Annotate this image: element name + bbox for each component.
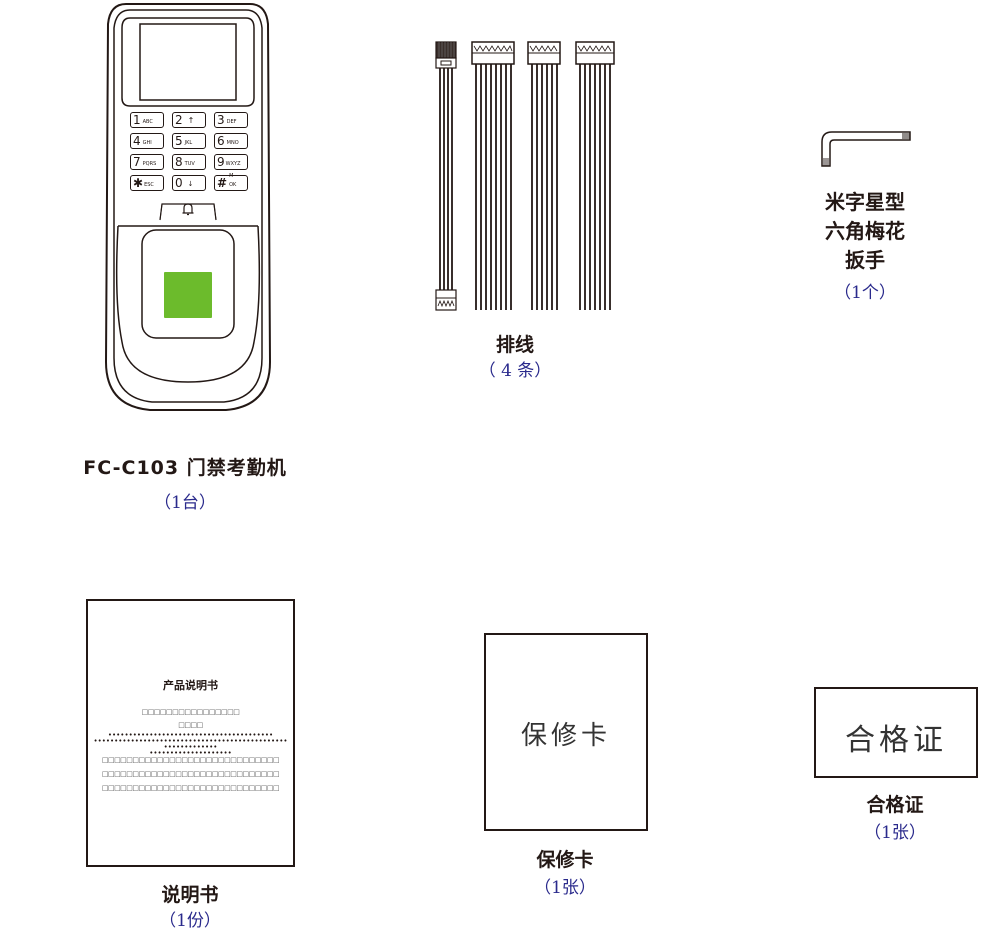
manual-dotted-line: •••••••••••••••••••• — [149, 749, 232, 757]
manual-cover-title: 产品说明书 — [163, 679, 218, 692]
cable-1 — [435, 41, 457, 311]
terminal-label: FC-C103 门禁考勤机 — [83, 457, 287, 479]
cables-qty: （ 4 条） — [478, 361, 552, 381]
manual-placeholder-line: □□□□□□□□□□□□□□□□ — [141, 708, 240, 716]
manual-label: 说明书 — [161, 884, 219, 906]
wrench-label-line3: 扳手 — [845, 248, 885, 272]
manual-placeholder-line: □□□□□□□□□□□□□□□□□□□□□□□□□□□□□ — [101, 784, 280, 792]
terminal-outline — [104, 3, 272, 411]
certificate-qty: （1张） — [864, 823, 926, 843]
wrench-label-line2: 六角梅花 — [825, 219, 905, 243]
manual-dotted-line: ••••••••••••••••••••••••••••••••••••••••… — [93, 737, 288, 745]
cable-3 — [527, 41, 561, 310]
warranty-card: 保修卡 — [484, 633, 648, 831]
manual-qty: （1份） — [159, 911, 221, 931]
cable-2 — [471, 41, 515, 310]
terminal-qty: （1台） — [154, 493, 216, 513]
cables-label: 排线 — [495, 334, 534, 356]
key-star-esc: ✱ESC — [130, 175, 164, 191]
wrench-label-line1: 米字星型 — [825, 190, 905, 214]
cables-illustration — [432, 38, 622, 314]
key-hash-ok: #M OK — [214, 173, 248, 191]
certificate-card-text: 合格证 — [845, 723, 947, 758]
manual-placeholder-line: □□□□□□□□□□□□□□□□□□□□□□□□□□□□□ — [101, 756, 280, 764]
bell-icon — [181, 202, 195, 216]
manual-cover: 产品说明书 □□□□□□□□□□□□□□□□ □□□□ ••••••••••••… — [86, 599, 295, 867]
warranty-qty: （1张） — [534, 878, 596, 898]
manual-dotted-line: •••••••••••••••••••••••••••••••••••••••• — [107, 731, 274, 739]
key-2: 2↑ — [172, 112, 206, 128]
wrench-qty: （1个） — [834, 283, 896, 303]
certificate-card: 合格证 — [814, 687, 978, 778]
fingerprint-sensor — [164, 272, 212, 318]
cable-4 — [575, 41, 615, 310]
key-0: 0↓ — [172, 175, 206, 191]
manual-dotted-line: ••••••••••••• — [163, 743, 218, 751]
manual-placeholder-line: □□□□ — [178, 721, 203, 729]
manual-placeholder-line: □□□□□□□□□□□□□□□□□□□□□□□□□□□□□ — [101, 770, 280, 778]
wrench-icon — [812, 128, 916, 168]
warranty-card-text: 保修卡 — [520, 721, 611, 751]
certificate-label: 合格证 — [866, 794, 924, 816]
warranty-label: 保修卡 — [536, 849, 594, 871]
